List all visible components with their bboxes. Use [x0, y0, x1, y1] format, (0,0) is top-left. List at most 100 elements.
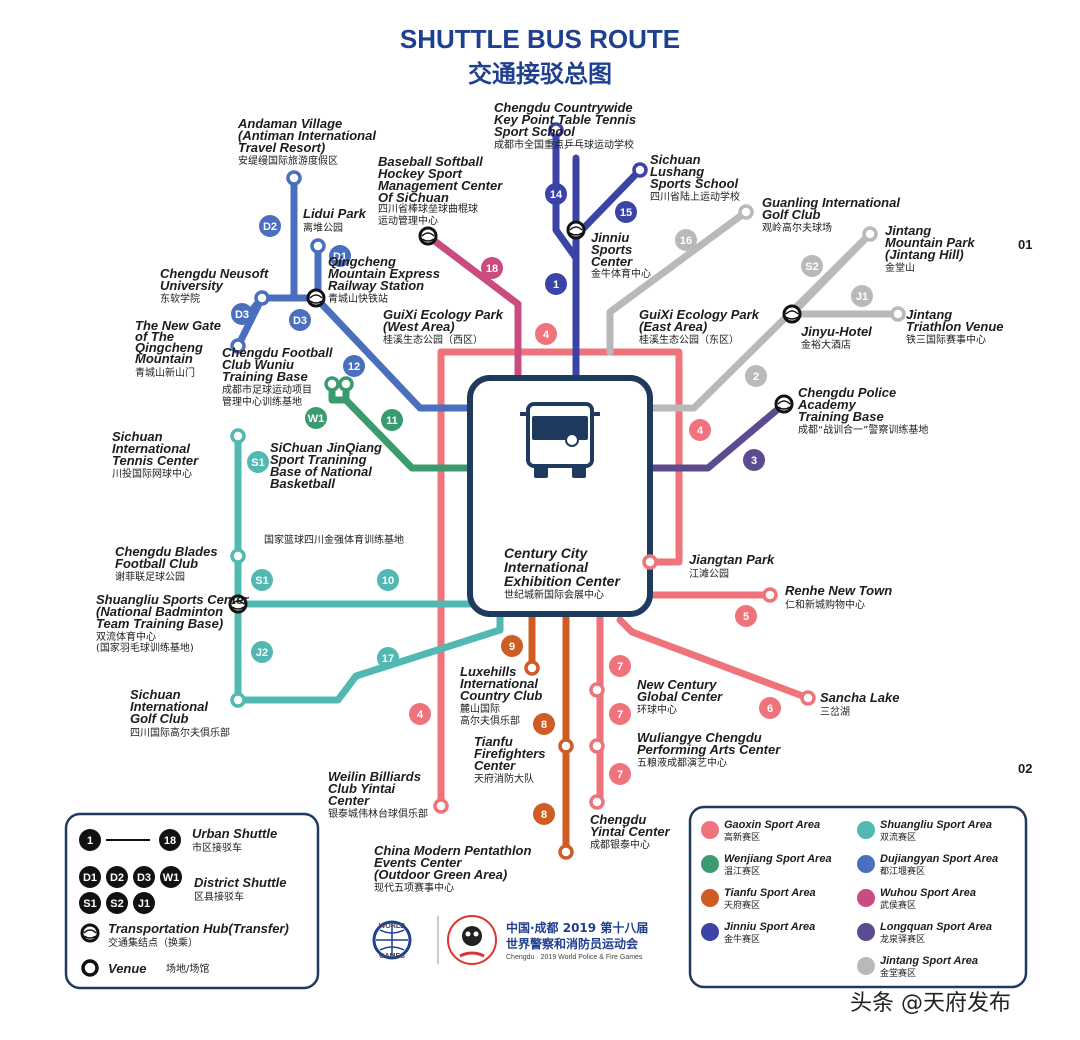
route-badge-9[interactable]: 9: [501, 635, 523, 657]
route-badge-4-left[interactable]: 4: [409, 703, 431, 725]
label-lidui: Lidui Park 离堆公园: [303, 206, 367, 234]
stop-basketball[interactable]: [338, 376, 354, 392]
svg-text:Golf Club: Golf Club: [762, 207, 821, 222]
svg-text:桂溪生态公园（东区）: 桂溪生态公园（东区）: [639, 333, 739, 346]
stop-yintai[interactable]: [589, 794, 605, 810]
stop-tennis[interactable]: [230, 428, 246, 444]
route-badge-s1-top[interactable]: S1: [247, 451, 269, 473]
svg-text:S1: S1: [255, 575, 268, 587]
svg-text:Jintang: Jintang: [885, 223, 931, 238]
route-badge-j1[interactable]: S2: [801, 255, 823, 277]
route-badge-17[interactable]: 17: [377, 647, 399, 669]
route-badge-8a[interactable]: 8: [533, 713, 555, 735]
route-badge-18[interactable]: 18: [481, 257, 503, 279]
svg-text:Club Wuniu: Club Wuniu: [222, 357, 294, 372]
route-badge-w1[interactable]: W1: [305, 407, 327, 429]
route-badge-11[interactable]: 11: [381, 409, 403, 431]
route-badge-14[interactable]: 14: [545, 183, 567, 205]
stop-sancha[interactable]: [800, 690, 816, 706]
svg-text:Yintai Center: Yintai Center: [590, 824, 671, 839]
route-badge-6[interactable]: 6: [759, 697, 781, 719]
stop-newcentury[interactable]: [589, 682, 605, 698]
svg-text:Baseball Softball: Baseball Softball: [378, 154, 483, 169]
svg-text:银泰城伟林台球俱乐部: 银泰城伟林台球俱乐部: [328, 807, 428, 820]
svg-text:18: 18: [164, 835, 176, 847]
svg-text:W1: W1: [308, 413, 325, 425]
svg-text:桂溪生态公园（西区）: 桂溪生态公园（西区）: [383, 333, 483, 346]
stop-triathlon[interactable]: [890, 306, 906, 322]
svg-text:都江堰赛区: 都江堰赛区: [880, 865, 925, 877]
svg-text:江滩公园: 江滩公园: [689, 567, 729, 580]
stop-neusoft[interactable]: [254, 290, 270, 306]
stop-sichuangolf[interactable]: [230, 692, 246, 708]
svg-text:四川省陆上运动学校: 四川省陆上运动学校: [650, 190, 740, 203]
route-badge-d3-left[interactable]: D3: [231, 303, 253, 325]
route-badge-4-right[interactable]: 4: [689, 419, 711, 441]
route-badge-d3-right[interactable]: D3: [289, 309, 311, 331]
route-badge-4-top[interactable]: 4: [535, 323, 557, 345]
route-badge-d1[interactable]: D1: [329, 245, 351, 267]
stop-jintangmt[interactable]: [862, 226, 878, 242]
stop-guanling[interactable]: [738, 204, 754, 220]
route-badge-7c[interactable]: 7: [609, 763, 631, 785]
hub-jinniu[interactable]: [566, 220, 586, 240]
central-hub[interactable]: Century City International Exhibition Ce…: [467, 375, 653, 617]
svg-text:离堆公园: 离堆公园: [303, 221, 343, 234]
stop-lidui[interactable]: [310, 238, 326, 254]
route-badge-3[interactable]: 3: [743, 449, 765, 471]
route-badge-s1-mid[interactable]: S1: [251, 569, 273, 591]
route-badges: 14 15 1 16 S2 J1 2 3 4 4 4 5 6 7 7 7 8 8…: [231, 183, 873, 825]
stop-blades[interactable]: [230, 548, 246, 564]
route-badge-2[interactable]: 2: [745, 365, 767, 387]
route-badge-12[interactable]: 12: [343, 355, 365, 377]
hub-baseball[interactable]: [418, 226, 438, 246]
stop-tabletennis[interactable]: [548, 122, 564, 138]
stop-renhe[interactable]: [762, 587, 778, 603]
stop-football[interactable]: [324, 376, 340, 392]
svg-text:Events Center: Events Center: [374, 855, 462, 870]
route-badge-5[interactable]: 5: [735, 605, 757, 627]
route-badge-10[interactable]: 10: [377, 569, 399, 591]
stop-andaman[interactable]: [286, 170, 302, 186]
route-badge-j2[interactable]: J1: [851, 285, 873, 307]
route-badge-d2[interactable]: D2: [259, 215, 281, 237]
route-badge-8b[interactable]: 8: [533, 803, 555, 825]
stop-luxehills[interactable]: [524, 660, 540, 676]
route-badge-7a[interactable]: 7: [609, 655, 631, 677]
stop-wuliangye[interactable]: [589, 738, 605, 754]
stop-newgate[interactable]: [230, 338, 246, 354]
hub-shuangliu[interactable]: [228, 594, 248, 614]
hub-jinyu[interactable]: [782, 304, 802, 324]
hub-qingcheng[interactable]: [306, 288, 326, 308]
route-badge-7b[interactable]: 7: [609, 703, 631, 725]
svg-text:D1: D1: [333, 251, 347, 263]
stop-pentathlon[interactable]: [558, 844, 574, 860]
svg-text:J1: J1: [856, 291, 868, 303]
svg-text:Chengdu Countrywide: Chengdu Countrywide: [494, 100, 633, 115]
hub-police[interactable]: [774, 394, 794, 414]
svg-text:(Outdoor Green Area): (Outdoor Green Area): [374, 867, 507, 882]
svg-text:三岔湖: 三岔湖: [820, 706, 850, 718]
svg-text:Of SiChuan: Of SiChuan: [378, 190, 449, 205]
route-badge-16[interactable]: 16: [675, 229, 697, 251]
svg-text:现代五项赛事中心: 现代五项赛事中心: [374, 881, 454, 894]
svg-text:双流体育中心: 双流体育中心: [96, 630, 156, 643]
svg-text:金牛体育中心: 金牛体育中心: [591, 267, 651, 280]
stop-weilin[interactable]: [433, 798, 449, 814]
svg-text:Club Yintai: Club Yintai: [328, 781, 396, 796]
svg-text:GuiXi Ecology Park: GuiXi Ecology Park: [639, 307, 760, 322]
stop-lushang[interactable]: [632, 162, 648, 178]
label-renhe: Renhe New Town 仁和新城购物中心: [785, 583, 892, 611]
label-jinyu: Jinyu-Hotel 金裕大酒店: [801, 324, 872, 351]
route-badge-1[interactable]: 1: [545, 273, 567, 295]
svg-text:12: 12: [348, 361, 360, 373]
route-badge-s2[interactable]: J2: [251, 641, 273, 663]
svg-text:6: 6: [767, 703, 773, 715]
svg-text:Sport Tranining: Sport Tranining: [270, 452, 367, 467]
stop-tianfufire[interactable]: [558, 738, 574, 754]
route-badge-15[interactable]: 15: [615, 201, 637, 223]
stop-jiangtan[interactable]: [642, 554, 658, 570]
